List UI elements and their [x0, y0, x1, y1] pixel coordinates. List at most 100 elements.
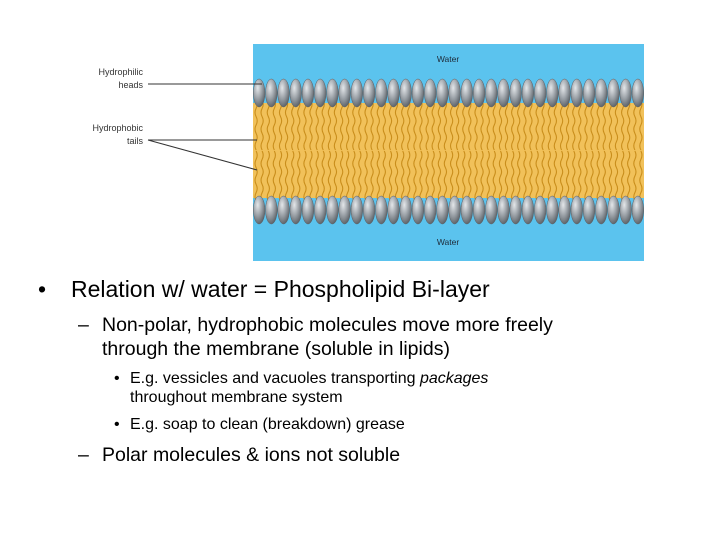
- lipid-tail: [584, 99, 588, 151]
- lipid-tail: [358, 150, 362, 202]
- phospholipid-head: [472, 195, 486, 225]
- subsub-line1: E.g. vessicles and vacuoles transporting…: [130, 369, 650, 388]
- lipid-tail: [639, 150, 643, 202]
- lipid-tail: [535, 150, 539, 202]
- phospholipid-head: [411, 78, 425, 108]
- lipid-tail: [517, 150, 521, 202]
- lipid-tail: [431, 99, 435, 151]
- phospholipid-head: [448, 78, 461, 108]
- lipid-tail: [492, 99, 496, 151]
- lipid-tail: [541, 99, 545, 151]
- lipid-tail: [327, 150, 332, 202]
- phospholipid-head: [472, 78, 486, 108]
- phospholipid-head: [399, 195, 412, 225]
- lipid-tail: [388, 150, 393, 202]
- lipid-tail: [602, 150, 606, 202]
- lipid-tail: [596, 99, 600, 151]
- subbullet-text: Polar molecules & ions not soluble: [102, 444, 401, 466]
- lipid-tail: [315, 150, 319, 202]
- phospholipid-head: [265, 78, 278, 108]
- lipid-tail: [303, 99, 307, 151]
- lipid-tail: [523, 150, 527, 202]
- phospholipid-head: [350, 78, 363, 108]
- lipid-tail: [321, 150, 325, 202]
- phospholipid-head: [338, 78, 351, 108]
- lipid-tail: [443, 99, 448, 151]
- lipid-tail: [559, 99, 564, 151]
- phospholipid-head: [253, 195, 266, 225]
- phospholipid-head: [485, 195, 498, 225]
- phospholipid-head: [509, 78, 522, 108]
- lipid-tail: [590, 99, 594, 151]
- lipid-tail: [596, 150, 600, 202]
- lipid-tail: [284, 150, 289, 202]
- lipid-tail: [492, 150, 496, 202]
- lipid-tail: [498, 150, 503, 202]
- lipid-tail: [602, 99, 606, 151]
- lipid-tail: [468, 150, 472, 202]
- phospholipid-head: [460, 78, 473, 108]
- phospholipid-head: [253, 78, 266, 108]
- phospholipid-head: [546, 195, 559, 225]
- lipid-tail: [278, 99, 283, 151]
- lipid-tail: [358, 99, 362, 151]
- phospholipid-head: [277, 78, 290, 108]
- phospholipid-bilayer-diagram: Water Water Hydrophilic heads Hydrophobi…: [92, 44, 644, 261]
- lipid-tail: [407, 150, 411, 202]
- bullet-text: Relation w/ water = Phospholipid Bi-laye…: [71, 276, 490, 302]
- phospholipid-head: [301, 195, 315, 225]
- lipid-tail: [633, 99, 637, 151]
- subbullet-line2: through the membrane (soluble in lipids): [102, 338, 450, 360]
- lipid-tail: [376, 99, 380, 151]
- subsub-text: E.g. soap to clean (breakdown) grease: [130, 416, 405, 433]
- lipid-tail: [474, 150, 478, 202]
- lipid-tail: [352, 99, 356, 151]
- lipid-tail: [523, 99, 527, 151]
- hydrophobic-tails: [254, 99, 643, 202]
- lipid-tail: [455, 150, 460, 202]
- lipid-tail: [572, 150, 576, 202]
- hydrophobic-label-line2: tails: [127, 136, 144, 146]
- lipid-tail: [291, 150, 295, 202]
- phospholipid-head: [326, 195, 339, 225]
- phospholipid-head: [301, 78, 315, 108]
- phospholipid-head: [521, 78, 534, 108]
- water-label-top: Water: [437, 54, 460, 64]
- lipid-tail: [455, 99, 460, 151]
- phospholipid-head: [485, 78, 498, 108]
- phospholipid-head: [424, 195, 437, 225]
- lipid-tail: [339, 150, 344, 202]
- lipid-tail: [437, 150, 442, 202]
- lipid-tail: [590, 150, 594, 202]
- phospholipid-head: [375, 195, 388, 225]
- lipid-tail: [297, 150, 301, 202]
- lipid-tail: [559, 150, 564, 202]
- tails-leader-line-lower: [147, 139, 258, 171]
- phospholipid-head: [595, 78, 608, 108]
- lipid-tail: [486, 99, 490, 151]
- phospholipid-head: [582, 195, 596, 225]
- lipid-tail: [547, 99, 552, 151]
- lipid-tail: [627, 99, 631, 151]
- water-label-bottom: Water: [437, 237, 460, 247]
- lipid-tail: [284, 99, 289, 151]
- packages-italic: packages: [419, 370, 489, 387]
- lipid-tail: [401, 150, 405, 202]
- lipid-tail: [419, 99, 423, 151]
- lipid-tail: [266, 99, 270, 151]
- lipid-tail: [352, 150, 356, 202]
- lipid-tail: [462, 99, 466, 151]
- lipid-tail: [480, 99, 484, 151]
- lipid-tail: [278, 150, 283, 202]
- phospholipid-head: [558, 78, 571, 108]
- lipid-tail: [345, 150, 350, 202]
- lipid-tail: [511, 99, 515, 151]
- lipid-tail: [621, 150, 625, 202]
- lipid-tail: [547, 150, 552, 202]
- phospholipid-head: [424, 78, 437, 108]
- lipid-tail: [376, 150, 380, 202]
- subbullet-line1: Non-polar, hydrophobic molecules move mo…: [102, 314, 553, 336]
- lipid-tail: [535, 99, 539, 151]
- lipid-tail: [382, 150, 386, 202]
- lipid-tail: [333, 150, 338, 202]
